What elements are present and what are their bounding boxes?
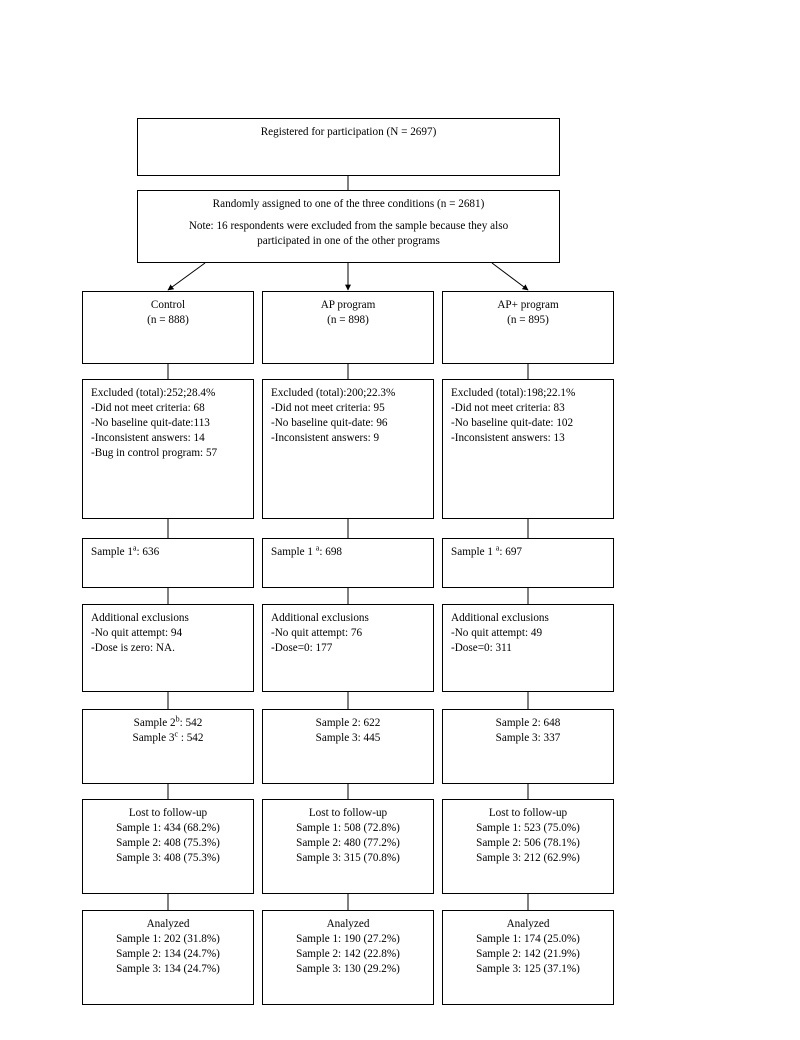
node-line: Sample 3: 337 — [495, 732, 561, 744]
node-line: -No baseline quit-date:113 — [91, 417, 210, 429]
node-line: -Inconsistent answers: 9 — [271, 432, 380, 444]
node-line: -No quit attempt: 76 — [271, 627, 363, 639]
node-line: Sample 1: 523 (75.0%) — [476, 822, 580, 834]
node-line: (n = 888) — [147, 314, 189, 326]
node-line: Additional exclusions — [91, 612, 189, 624]
node-control-sample1: Sample 1a: 636 — [82, 538, 254, 588]
node-line: Sample 3: 408 (75.3%) — [116, 852, 220, 864]
node-line: AP program — [320, 299, 376, 311]
node-line: Registered for participation (N = 2697) — [260, 126, 437, 138]
node-ap-plus-sample1: Sample 1 a: 697 — [442, 538, 614, 588]
node-line: Sample 2: 408 (75.3%) — [116, 837, 220, 849]
node-line: Sample 2: 506 (78.1%) — [476, 837, 580, 849]
node-line: Sample 2: 142 (21.9%) — [476, 948, 580, 960]
node-line: -No baseline quit-date: 102 — [451, 417, 574, 429]
node-line: Excluded (total):198;22.1% — [451, 387, 576, 399]
node-line: Excluded (total):200;22.3% — [271, 387, 396, 399]
node-ap-plus-additional-exclusions: Additional exclusions -No quit attempt: 4… — [442, 604, 614, 692]
node-line: Sample 1: 190 (27.2%) — [296, 933, 400, 945]
node-line: Sample 1 a: 698 — [271, 543, 343, 558]
node-line: -Did not meet criteria: 68 — [91, 402, 205, 414]
node-control-excluded: Excluded (total):252;28.4% -Did not meet … — [82, 379, 254, 519]
node-registered: Registered for participation (N = 2697) — [137, 118, 560, 176]
node-ap-additional-exclusions: Additional exclusions -No quit attempt: 7… — [262, 604, 434, 692]
node-line: -No quit attempt: 49 — [451, 627, 543, 639]
node-line: Sample 1: 202 (31.8%) — [116, 933, 220, 945]
node-line: -Dose is zero: NA. — [91, 642, 175, 654]
node-line: -Dose=0: 177 — [271, 642, 333, 654]
node-control-header: Control (n = 888) — [82, 291, 254, 364]
node-ap-plus-header: AP+ program (n = 895) — [442, 291, 614, 364]
node-line: Lost to follow-up — [128, 807, 208, 819]
node-line: Note: 16 respondents were excluded from … — [188, 220, 509, 232]
node-line: (n = 898) — [327, 314, 369, 326]
node-line: Excluded (total):252;28.4% — [91, 387, 216, 399]
node-line: Sample 2: 622 — [315, 717, 381, 729]
node-line: Lost to follow-up — [308, 807, 388, 819]
node-line: Sample 1 a: 697 — [451, 543, 523, 558]
node-line: Sample 2: 648 — [495, 717, 561, 729]
node-line: Analyzed — [146, 918, 190, 930]
node-line: Sample 1a: 636 — [91, 543, 160, 558]
node-line: Analyzed — [506, 918, 550, 930]
node-ap-sample1: Sample 1 a: 698 — [262, 538, 434, 588]
node-line: -No baseline quit-date: 96 — [271, 417, 388, 429]
node-line: AP+ program — [497, 299, 559, 311]
node-line: Sample 3: 212 (62.9%) — [476, 852, 580, 864]
node-line: -Dose=0: 311 — [451, 642, 512, 654]
node-line: Sample 3: 125 (37.1%) — [476, 963, 580, 975]
node-line: Analyzed — [326, 918, 370, 930]
node-line: Sample 3: 445 — [315, 732, 381, 744]
node-line: Sample 3c : 542 — [132, 729, 204, 744]
node-line: Sample 1: 174 (25.0%) — [476, 933, 580, 945]
node-line: Sample 3: 130 (29.2%) — [296, 963, 400, 975]
node-line: Sample 1: 508 (72.8%) — [296, 822, 400, 834]
node-line: Additional exclusions — [271, 612, 369, 624]
node-line: -Did not meet criteria: 83 — [451, 402, 565, 414]
node-randomized: Randomly assigned to one of the three co… — [137, 190, 560, 263]
node-ap-excluded: Excluded (total):200;22.3% -Did not meet … — [262, 379, 434, 519]
node-line: participated in one of the other program… — [257, 235, 440, 247]
node-line: Sample 3: 134 (24.7%) — [116, 963, 220, 975]
node-line: -Bug in control program: 57 — [91, 447, 218, 459]
node-line: Sample 2b: 542 — [133, 714, 203, 729]
node-line: Randomly assigned to one of the three co… — [212, 198, 485, 210]
node-line: (n = 895) — [507, 314, 549, 326]
node-line: -Inconsistent answers: 14 — [91, 432, 205, 444]
node-line: Control — [150, 299, 186, 311]
node-line: Sample 2: 480 (77.2%) — [296, 837, 400, 849]
node-control-additional-exclusions: Additional exclusions -No quit attempt: 9… — [82, 604, 254, 692]
node-line: -Inconsistent answers: 13 — [451, 432, 565, 444]
node-line: Sample 2: 142 (22.8%) — [296, 948, 400, 960]
node-line: Additional exclusions — [451, 612, 549, 624]
node-line: Lost to follow-up — [488, 807, 568, 819]
node-line: -No quit attempt: 94 — [91, 627, 183, 639]
node-line — [146, 212, 551, 219]
node-line: -Did not meet criteria: 95 — [271, 402, 385, 414]
node-ap-header: AP program (n = 898) — [262, 291, 434, 364]
node-line: Sample 1: 434 (68.2%) — [116, 822, 220, 834]
node-ap-plus-excluded: Excluded (total):198;22.1% -Did not meet … — [442, 379, 614, 519]
node-line: Sample 3: 315 (70.8%) — [296, 852, 400, 864]
node-line: Sample 2: 134 (24.7%) — [116, 948, 220, 960]
